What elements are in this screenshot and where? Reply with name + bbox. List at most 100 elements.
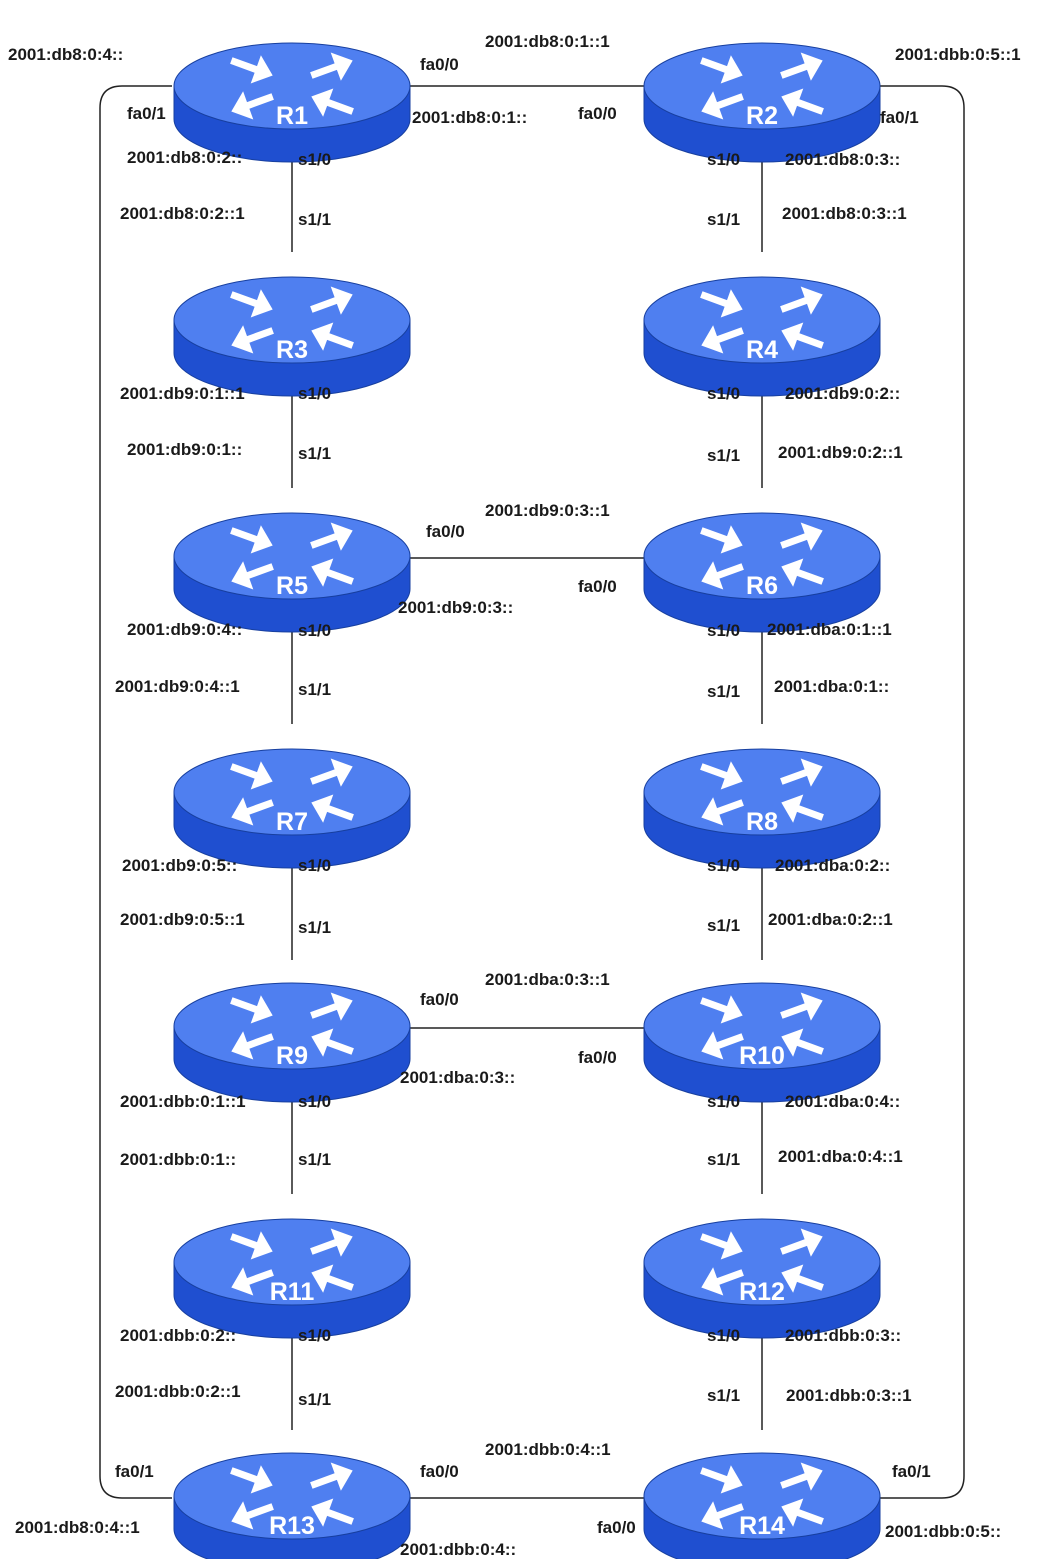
r9-interface-s10: s1/0 bbox=[298, 1092, 332, 1111]
r9-address-s11: 2001:db9:0:5::1 bbox=[120, 910, 245, 929]
r14-address-fa00: 2001:dbb:0:4::1 bbox=[485, 1440, 611, 1459]
router-label: R6 bbox=[746, 572, 778, 600]
r6-address-s11: 2001:db9:0:2::1 bbox=[778, 443, 903, 462]
router-arrow-icon bbox=[231, 1267, 274, 1296]
router-arrow-icon bbox=[310, 1228, 353, 1257]
r1-address-left: 2001:db8:0:4:: bbox=[8, 45, 124, 64]
router-arrow-icon bbox=[230, 995, 273, 1024]
router-arrow-icon bbox=[701, 561, 744, 590]
r6-interface-s10: s1/0 bbox=[707, 621, 741, 640]
router-arrow-icon bbox=[701, 797, 744, 826]
router-arrow-icon bbox=[701, 1501, 744, 1530]
router-label: R3 bbox=[276, 336, 308, 364]
router-label: R14 bbox=[739, 1512, 785, 1540]
r10-interface-s11: s1/1 bbox=[707, 916, 741, 935]
router-arrow-icon bbox=[781, 1264, 824, 1293]
r11-interface-s11: s1/1 bbox=[298, 1150, 332, 1169]
router-arrow-icon bbox=[310, 1462, 353, 1491]
r10-address-fa00: 2001:dba:0:3::1 bbox=[485, 970, 610, 989]
r7-address-s11: 2001:db9:0:4::1 bbox=[115, 677, 240, 696]
r8-interface-s10: s1/0 bbox=[707, 856, 741, 875]
r12-interface-s10: s1/0 bbox=[707, 1326, 741, 1345]
router-arrow-icon bbox=[310, 758, 353, 787]
router-arrow-icon bbox=[311, 1264, 354, 1293]
router-arrow-icon bbox=[781, 1498, 824, 1527]
r14-interface-fa01: fa0/1 bbox=[892, 1462, 931, 1481]
router-arrow-icon bbox=[700, 55, 743, 84]
r1-address-s10: 2001:db8:0:2:: bbox=[127, 148, 243, 167]
r10-address-s11: 2001:dba:0:2::1 bbox=[768, 910, 893, 929]
router-arrow-icon bbox=[781, 88, 824, 117]
router-r8: R8 bbox=[643, 748, 881, 869]
r6-interface-fa00: fa0/0 bbox=[578, 577, 617, 596]
router-arrow-icon bbox=[700, 761, 743, 790]
r13-interface-fa00: fa0/0 bbox=[420, 1462, 459, 1481]
router-arrow-icon bbox=[230, 761, 273, 790]
r7-interface-s11: s1/1 bbox=[298, 680, 332, 699]
router-arrow-icon bbox=[781, 558, 824, 587]
router-arrow-icon bbox=[701, 1031, 744, 1060]
r5-interface-s11: s1/1 bbox=[298, 444, 332, 463]
r1-interface-s10: s1/0 bbox=[298, 150, 332, 169]
router-arrow-icon bbox=[780, 1228, 823, 1257]
r8-interface-s11: s1/1 bbox=[707, 682, 741, 701]
router-arrow-icon bbox=[230, 289, 273, 318]
router-arrow-icon bbox=[781, 322, 824, 351]
r4-interface-s11: s1/1 bbox=[707, 210, 741, 229]
r7-address-s10: 2001:db9:0:5:: bbox=[122, 856, 238, 875]
router-r9: R9 bbox=[173, 982, 411, 1103]
router-arrow-icon bbox=[700, 525, 743, 554]
r7-interface-s10: s1/0 bbox=[298, 856, 332, 875]
router-arrow-icon bbox=[230, 525, 273, 554]
router-label: R4 bbox=[746, 336, 778, 364]
r14-address-right: 2001:dbb:0:5:: bbox=[885, 1522, 1002, 1541]
r11-interface-s10: s1/0 bbox=[298, 1326, 332, 1345]
r2-address-s10: 2001:db8:0:3:: bbox=[785, 150, 901, 169]
r10-interface-s10: s1/0 bbox=[707, 1092, 741, 1111]
router-label: R12 bbox=[739, 1278, 785, 1306]
link-r2-r14 bbox=[878, 85, 965, 1499]
router-r2: R2 bbox=[643, 42, 881, 163]
r5-interface-fa00: fa0/0 bbox=[426, 522, 465, 541]
r4-interface-s10: s1/0 bbox=[707, 384, 741, 403]
r6-address-fa00: 2001:db9:0:3::1 bbox=[485, 501, 610, 520]
r13-address-left: 2001:db8:0:4::1 bbox=[15, 1518, 140, 1537]
router-label: R8 bbox=[746, 808, 778, 836]
r6-address-s10: 2001:dba:0:1::1 bbox=[767, 620, 892, 639]
router-label: R13 bbox=[269, 1512, 315, 1540]
r11-address-s11: 2001:dbb:0:1:: bbox=[120, 1150, 237, 1169]
r3-address-s10: 2001:db9:0:1::1 bbox=[120, 384, 245, 403]
r9-address-fa00: 2001:dba:0:3:: bbox=[400, 1068, 516, 1087]
router-arrow-icon bbox=[311, 558, 354, 587]
router-arrow-icon bbox=[700, 1231, 743, 1260]
router-r6: R6 bbox=[643, 512, 881, 633]
r10-address-s10: 2001:dba:0:4:: bbox=[785, 1092, 901, 1111]
router-arrow-icon bbox=[311, 1028, 354, 1057]
r2-interface-fa00: fa0/0 bbox=[578, 104, 617, 123]
router-arrow-icon bbox=[700, 289, 743, 318]
router-arrow-icon bbox=[231, 561, 274, 590]
router-arrow-icon bbox=[700, 1465, 743, 1494]
router-r10: R10 bbox=[643, 982, 881, 1103]
router-arrow-icon bbox=[231, 325, 274, 354]
router-r12: R12 bbox=[643, 1218, 881, 1339]
router-arrow-icon bbox=[700, 995, 743, 1024]
r2-interface-s10: s1/0 bbox=[707, 150, 741, 169]
router-arrow-icon bbox=[231, 1031, 274, 1060]
r3-interface-s11: s1/1 bbox=[298, 210, 332, 229]
router-arrow-icon bbox=[310, 992, 353, 1021]
r4-address-s11: 2001:db8:0:3::1 bbox=[782, 204, 907, 223]
router-label: R11 bbox=[270, 1278, 315, 1306]
r1-interface-fa00: fa0/0 bbox=[420, 55, 459, 74]
router-arrow-icon bbox=[780, 52, 823, 81]
router-arrow-icon bbox=[781, 794, 824, 823]
r9-address-s10: 2001:dbb:0:1::1 bbox=[120, 1092, 246, 1111]
router-arrow-icon bbox=[231, 1501, 274, 1530]
r12-interface-s11: s1/1 bbox=[707, 1150, 741, 1169]
router-arrow-icon bbox=[780, 1462, 823, 1491]
router-r11: R11 bbox=[173, 1218, 411, 1339]
r3-interface-s10: s1/0 bbox=[298, 384, 332, 403]
r8-address-s10: 2001:dba:0:2:: bbox=[775, 856, 891, 875]
router-r13: R13 bbox=[173, 1452, 411, 1559]
router-arrow-icon bbox=[780, 758, 823, 787]
